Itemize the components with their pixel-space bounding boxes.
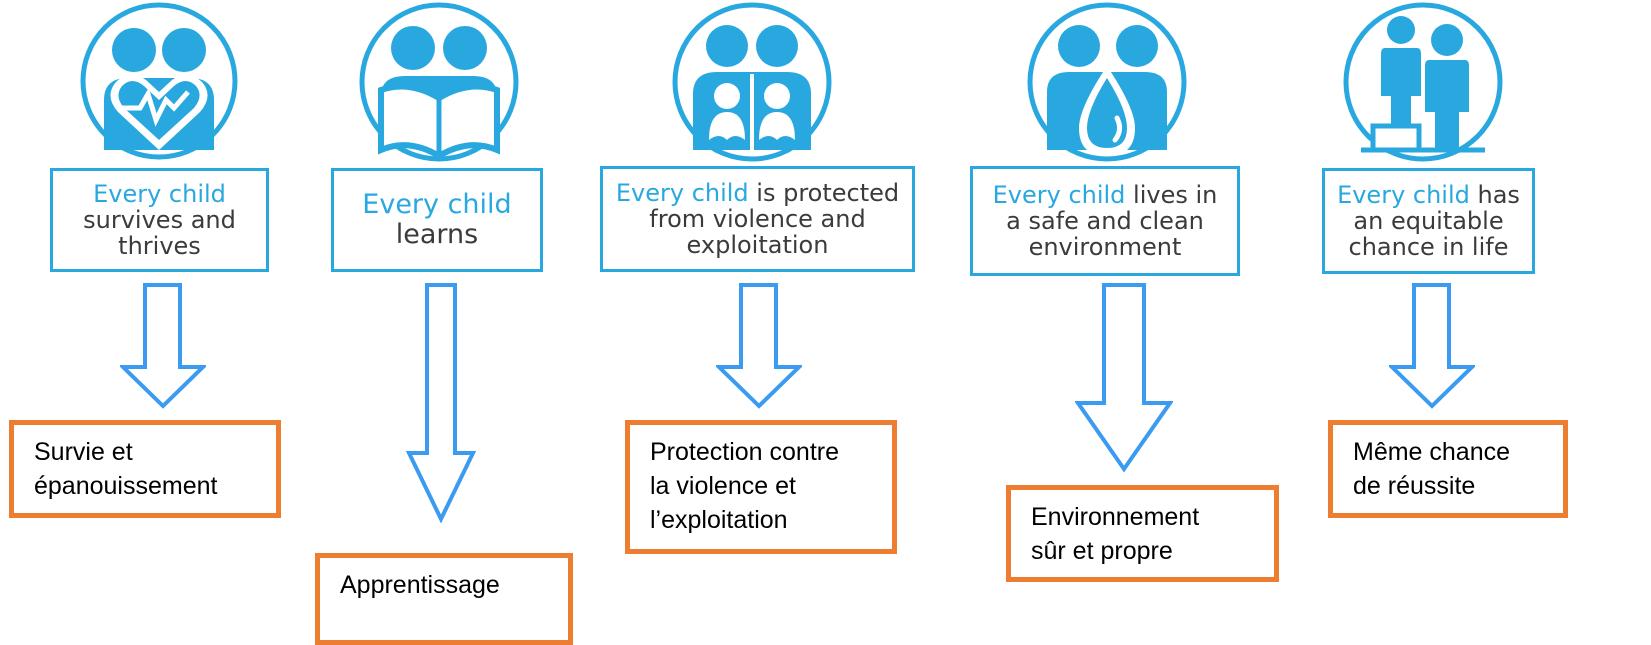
goal-line: an equitable	[1353, 207, 1504, 235]
goal-box-equitable-chance: Every child has an equitable chance in l…	[1322, 168, 1535, 274]
goal-line: Every child is protected	[615, 179, 900, 207]
goal-line: from violence and	[649, 205, 866, 233]
french-line: la violence et	[650, 472, 796, 500]
down-arrow-icon	[120, 283, 206, 409]
goal-line: thrives	[118, 232, 201, 260]
french-box-meme-chance: Même chance de réussite	[1328, 420, 1568, 518]
goal-box-learns: Every child learns	[331, 168, 543, 272]
heart-with-pulse-children-icon	[80, 2, 238, 160]
french-box-environnement: Environnement sûr et propre	[1006, 485, 1279, 582]
goal-line: Every child	[93, 180, 226, 208]
down-arrow-icon	[1389, 283, 1475, 409]
french-line: Même chance	[1353, 438, 1511, 466]
goal-line: exploitation	[686, 231, 829, 259]
french-line: Environnement	[1031, 503, 1200, 531]
goal-line: a safe and clean	[1006, 207, 1204, 235]
parents-holding-children-icon	[672, 2, 832, 162]
french-line: Survie et	[34, 438, 133, 466]
french-line: Apprentissage	[340, 571, 500, 599]
french-line: Protection contre	[650, 438, 839, 466]
french-line: épanouissement	[34, 472, 218, 500]
french-line: de réussite	[1353, 472, 1476, 500]
goal-box-protected: Every child is protected from violence a…	[600, 166, 915, 272]
goal-line: Every child has	[1337, 181, 1520, 209]
children-with-water-drop-icon	[1027, 2, 1187, 162]
french-box-apprentissage: Apprentissage	[315, 553, 573, 645]
french-box-protection: Protection contre la violence et l’explo…	[625, 420, 897, 554]
goal-line: learns	[395, 219, 479, 250]
down-arrow-icon	[1075, 283, 1173, 473]
down-arrow-icon	[406, 283, 476, 523]
french-line: l’exploitation	[650, 506, 788, 534]
children-on-steps-icon	[1343, 2, 1503, 162]
goal-line: chance in life	[1348, 233, 1509, 261]
french-line: sûr et propre	[1031, 537, 1173, 565]
down-arrow-icon	[716, 283, 802, 409]
french-box-survie: Survie et épanouissement	[9, 420, 281, 518]
goal-line: survives and	[83, 206, 236, 234]
goal-line: Every child	[362, 189, 512, 220]
goal-box-environment: Every child lives in a safe and clean en…	[970, 166, 1240, 276]
goal-box-survives: Every child survives and thrives	[50, 168, 269, 272]
children-reading-book-icon	[359, 2, 519, 162]
goal-line: environment	[1028, 233, 1182, 261]
goal-line: Every child lives in	[992, 181, 1218, 209]
